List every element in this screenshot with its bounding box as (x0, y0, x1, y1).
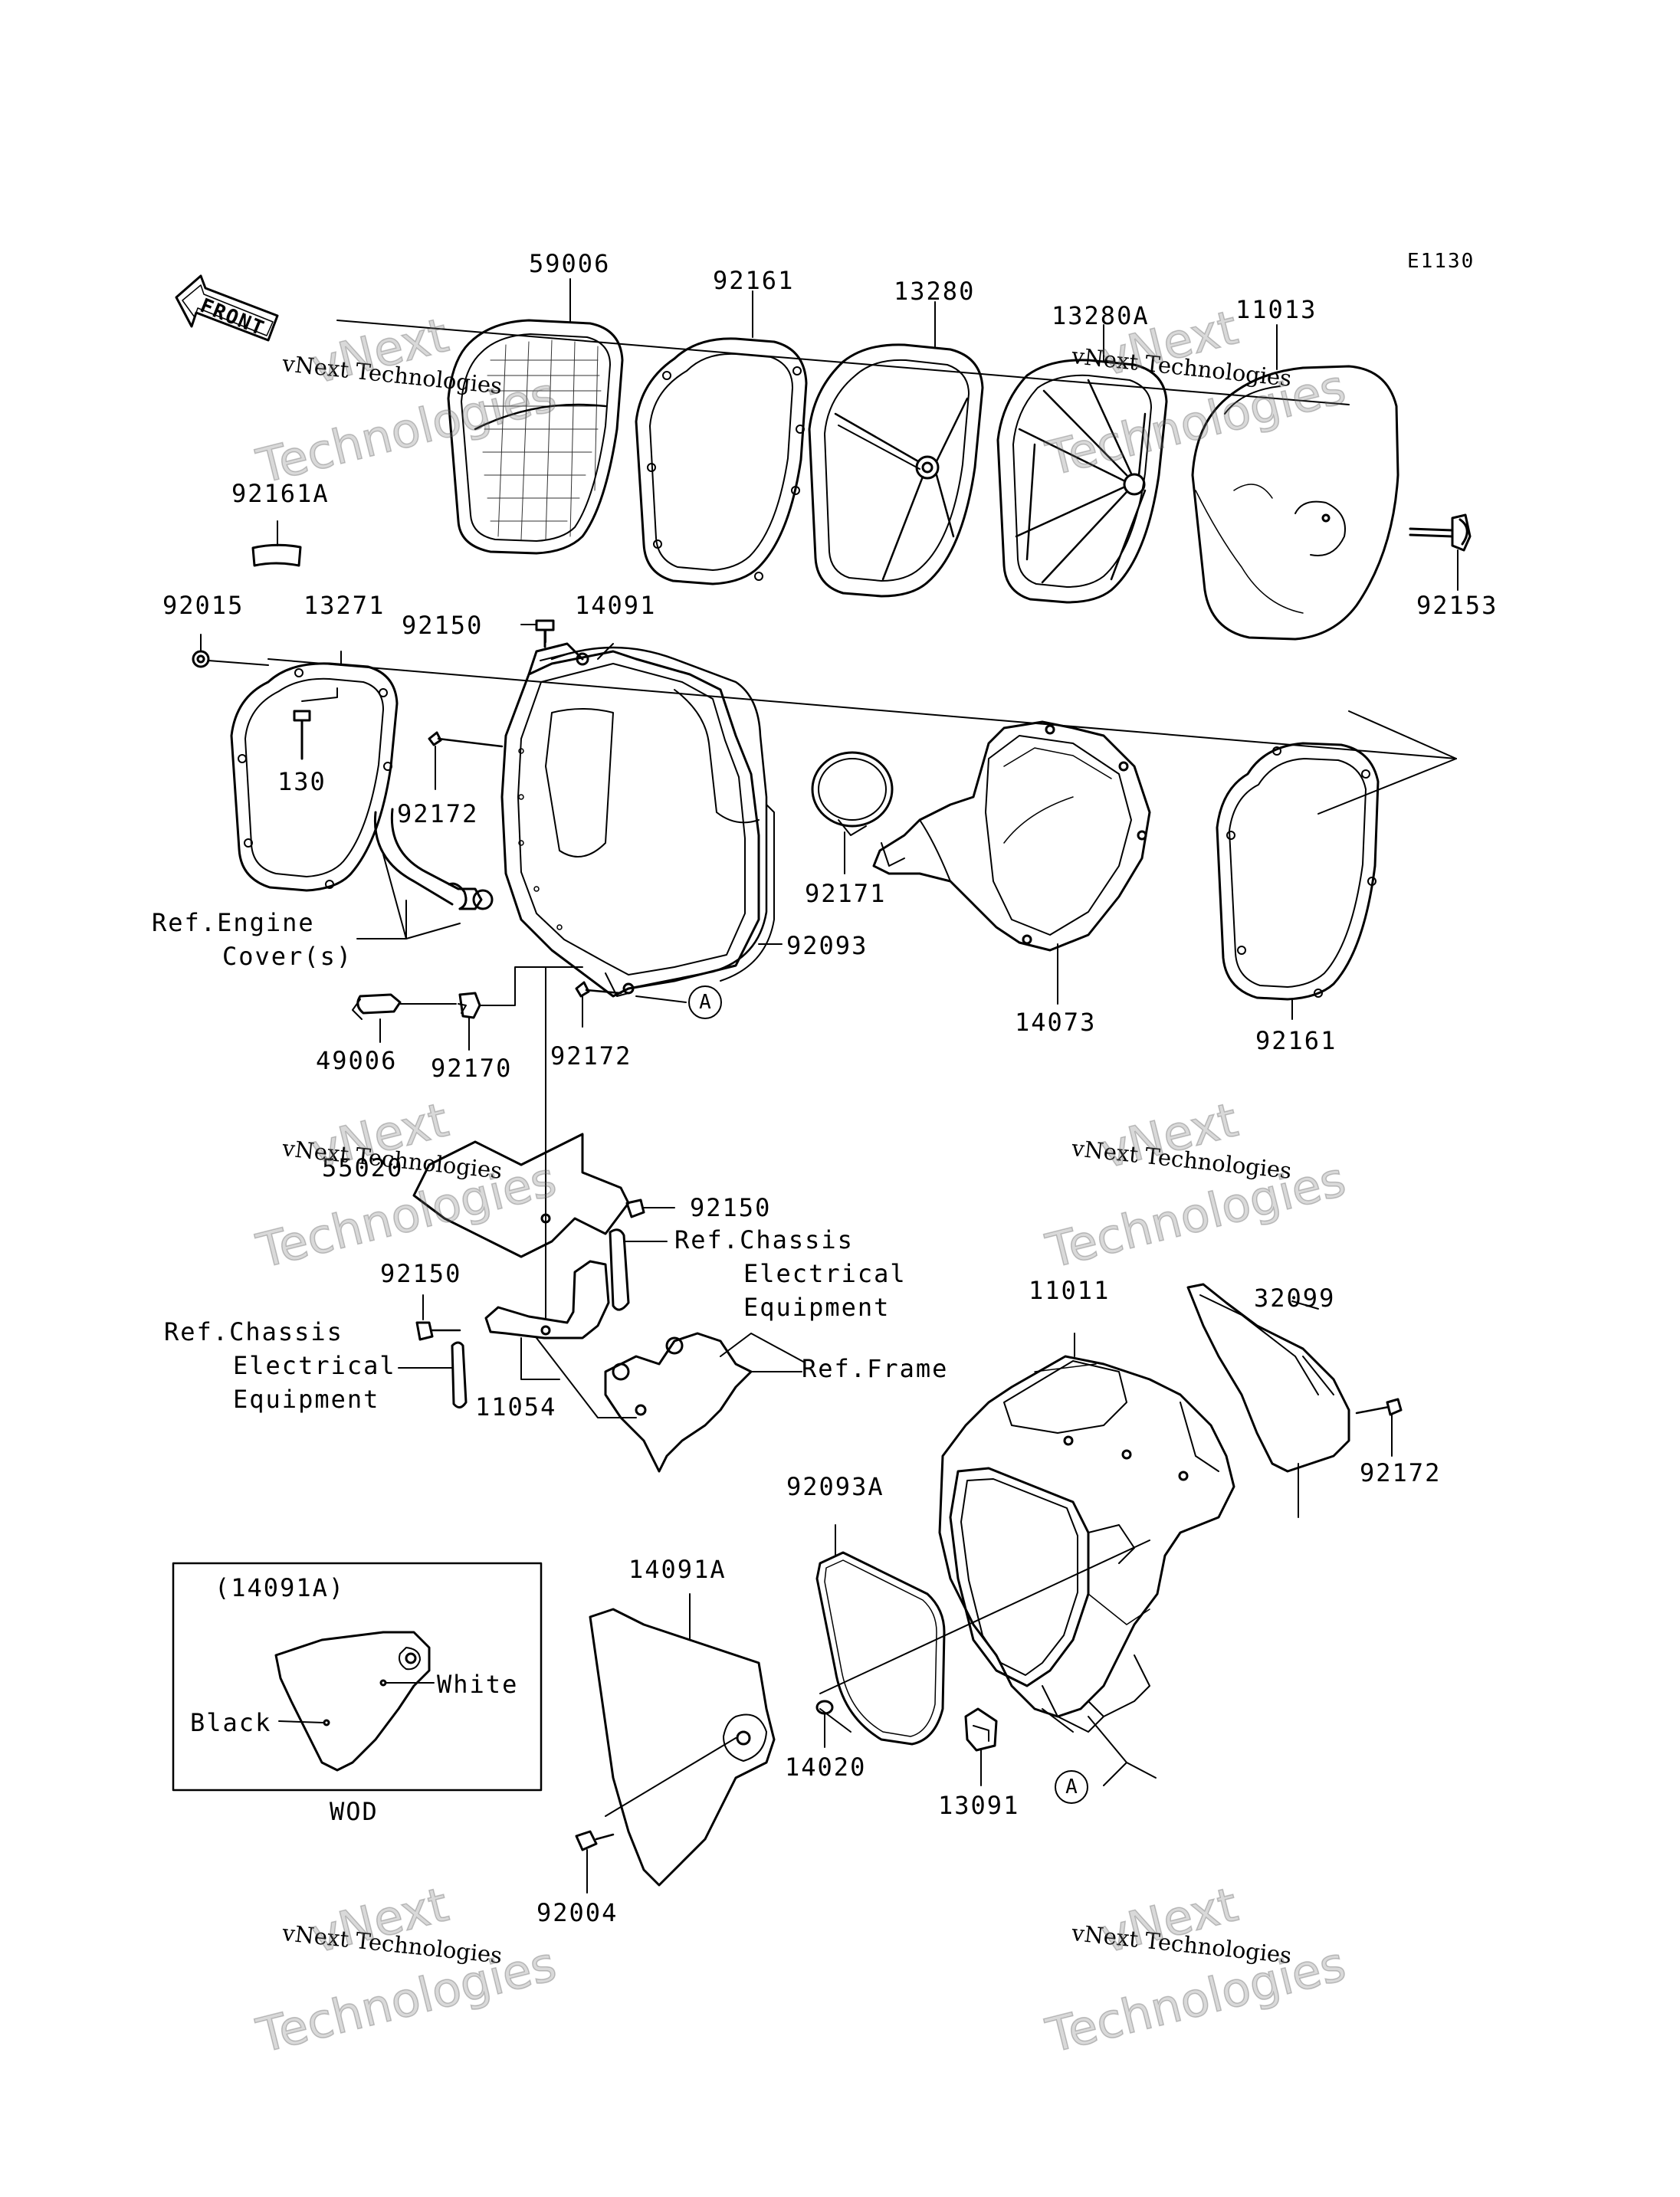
breather-49006-drawing (352, 993, 457, 1043)
part-label-92171: 92171 (805, 879, 887, 908)
plate-55020-drawing (412, 1133, 630, 1258)
part-label-13280: 13280 (894, 277, 976, 306)
part-label-14091: 14091 (575, 591, 657, 620)
gasket-92161-right-drawing (1216, 742, 1380, 1020)
part-label-49006: 49006 (316, 1046, 398, 1075)
callout-a-lower: A (1055, 1770, 1088, 1804)
part-label-59006: 59006 (529, 249, 611, 278)
part-label-92161A: 92161A (231, 479, 330, 508)
guard-32099-drawing (1186, 1283, 1350, 1473)
part-label-130: 130 (277, 767, 326, 796)
duct-14073-drawing (872, 720, 1151, 1005)
part-label-14020: 14020 (785, 1753, 867, 1782)
ref-chassis-b-line1: Ref.Chassis (164, 1317, 343, 1346)
inset-white-label: White (437, 1670, 519, 1699)
gasket-92161-top-drawing (635, 337, 808, 585)
part-label-92153: 92153 (1416, 591, 1498, 620)
bolt-92172-a-drawing (428, 731, 504, 790)
part-label-92093: 92093 (786, 931, 868, 960)
ref-chassis-b-line2: Electrical (233, 1351, 396, 1380)
part-label-14073: 14073 (1015, 1008, 1097, 1037)
ref-engine-cover-line2: Cover(s) (222, 942, 353, 971)
part-label-92170: 92170 (431, 1054, 513, 1083)
alignment-line-middle (267, 658, 1457, 759)
part-label-92161-top: 92161 (713, 266, 795, 295)
callout-a-upper: A (688, 985, 722, 1019)
clamp-92171-drawing (811, 751, 894, 874)
strap-left-drawing (451, 1341, 468, 1408)
band-92161A-drawing (251, 543, 302, 567)
plate-13271-drawing (230, 651, 399, 892)
clamp-92170-drawing (458, 966, 583, 1051)
part-label-92015: 92015 (162, 591, 244, 620)
screen-59006-drawing (447, 319, 624, 555)
part-label-92161-right: 92161 (1255, 1026, 1337, 1055)
part-label-11054: 11054 (475, 1392, 557, 1421)
airbox-11011-drawing (938, 1355, 1235, 1733)
element-13280-drawing (808, 343, 984, 598)
frame-ref-drawing (604, 1332, 806, 1473)
diagram-code: E1130 (1407, 250, 1475, 273)
cover-11013-drawing (1191, 365, 1399, 641)
part-label-92004: 92004 (536, 1898, 619, 1927)
part-label-92150-c: 92150 (380, 1259, 462, 1288)
bolt-92150-mid-drawing (625, 1199, 675, 1218)
part-label-13091: 13091 (938, 1791, 1020, 1820)
front-arrow-icon (175, 274, 279, 342)
part-label-11013: 11013 (1235, 295, 1317, 324)
side-cover-14091A-drawing (589, 1593, 776, 1887)
ref-frame: Ref.Frame (802, 1354, 949, 1383)
inset-caption: WOD (330, 1797, 379, 1826)
hose-drawing (373, 808, 494, 910)
part-label-32099: 32099 (1254, 1284, 1336, 1313)
part-label-11011: 11011 (1029, 1276, 1111, 1305)
grommet-14020-drawing (815, 1700, 834, 1748)
part-label-92150-b: 92150 (690, 1193, 772, 1222)
seal-92093-drawing (550, 646, 783, 990)
screw-92004-drawing (575, 1830, 615, 1894)
part-label-55020: 55020 (322, 1153, 404, 1182)
bolt-92150-left-drawing (415, 1294, 461, 1341)
part-label-13280A: 13280A (1052, 301, 1150, 330)
part-label-92172-b: 92172 (550, 1041, 632, 1071)
ref-chassis-b-line3: Equipment (233, 1385, 380, 1414)
part-label-92172-c: 92172 (1360, 1458, 1442, 1487)
inset-cover-drawing (274, 1631, 435, 1772)
inset-box (172, 1562, 543, 1792)
seal-92093A-drawing (815, 1524, 946, 1746)
bolt-92150-top-drawing (520, 619, 555, 648)
bolt-92172-b-drawing (575, 981, 622, 1028)
nut-92015-drawing (192, 634, 269, 668)
inset-title: (14091A) (215, 1573, 346, 1602)
part-label-92150-a: 92150 (402, 611, 484, 640)
bolt-130-drawing (293, 687, 338, 760)
ref-engine-cover-line1: Ref.Engine (152, 908, 315, 937)
element-13280A-drawing (996, 359, 1168, 604)
ref-chassis-a-line3: Equipment (743, 1293, 891, 1322)
ref-chassis-a-line2: Electrical (743, 1259, 907, 1288)
part-label-14091A: 14091A (628, 1555, 727, 1584)
strap-drawing (609, 1228, 668, 1311)
bolt-92172-c-drawing (1355, 1398, 1403, 1457)
part-label-92172-a: 92172 (397, 799, 479, 828)
part-label-92093A: 92093A (786, 1472, 884, 1501)
ref-chassis-a-line1: Ref.Chassis (674, 1225, 854, 1254)
part-label-13271: 13271 (304, 591, 386, 620)
inset-black-label: Black (190, 1708, 272, 1737)
clip-13091-drawing (964, 1707, 998, 1786)
bracket-11054-drawing (484, 1260, 637, 1418)
bolt-92153-drawing (1409, 513, 1472, 591)
